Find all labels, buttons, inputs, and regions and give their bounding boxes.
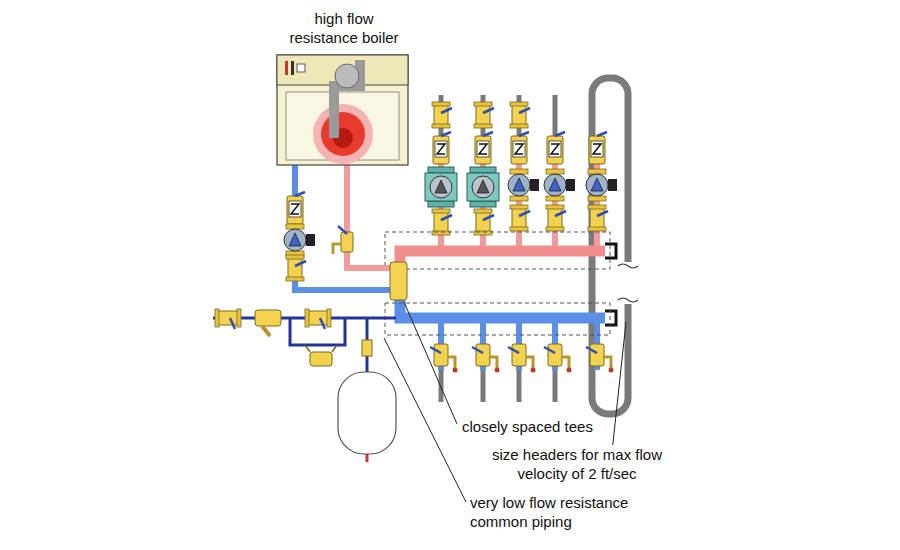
headers bbox=[385, 232, 616, 335]
return-drops-part bbox=[508, 344, 536, 373]
purge-valve-part bbox=[333, 244, 341, 254]
makeup-water-part bbox=[310, 352, 332, 366]
return-drops-part-part bbox=[481, 370, 486, 402]
supply-risers bbox=[425, 95, 617, 250]
supply-risers-part bbox=[586, 169, 617, 201]
makeup-water-part bbox=[255, 310, 281, 326]
boiler-part bbox=[291, 61, 294, 75]
supply-risers-part bbox=[510, 205, 530, 231]
headers-part bbox=[385, 232, 610, 269]
callout-label: very low flow resistance common piping bbox=[468, 493, 662, 531]
boiler-part bbox=[286, 92, 399, 160]
headers-part bbox=[400, 251, 605, 266]
supply-risers-part bbox=[475, 132, 493, 164]
boiler-piping-part bbox=[286, 255, 306, 281]
boiler-part bbox=[297, 64, 305, 72]
boiler bbox=[277, 55, 408, 165]
leader-lines-part bbox=[384, 338, 466, 502]
boiler-piping-part bbox=[284, 224, 315, 256]
boiler-piping-part bbox=[287, 192, 305, 224]
makeup-water-part bbox=[305, 309, 331, 329]
callout-label: closely spaced tees bbox=[460, 417, 595, 436]
headers-part bbox=[400, 296, 605, 318]
supply-risers-part bbox=[589, 132, 607, 164]
supply-risers-part bbox=[511, 132, 529, 164]
boiler-part bbox=[277, 55, 408, 165]
return-drops-part bbox=[441, 370, 555, 402]
purge-valve-part bbox=[338, 226, 347, 234]
return-drops-part bbox=[586, 344, 614, 373]
return-drops bbox=[430, 318, 614, 402]
makeup-water-part bbox=[305, 345, 337, 352]
supply-risers-part bbox=[588, 205, 608, 231]
callout-label: size headers for max flow velocity of 2 … bbox=[486, 445, 668, 483]
makeup-water-part bbox=[215, 309, 241, 329]
supply-risers-part bbox=[474, 102, 494, 128]
boiler-label: high flow resistance boiler bbox=[277, 9, 411, 47]
supply-risers-part bbox=[547, 132, 565, 164]
boiler-piping bbox=[284, 165, 407, 300]
tee-block bbox=[390, 262, 407, 300]
supply-risers-part bbox=[432, 209, 452, 235]
supply-risers-part bbox=[544, 169, 575, 201]
supply-risers-part bbox=[510, 102, 530, 128]
boiler-piping-part bbox=[347, 165, 393, 268]
distribution-loop-part bbox=[618, 264, 638, 302]
supply-risers-part bbox=[425, 167, 457, 207]
boiler-piping-part bbox=[295, 165, 393, 290]
return-drops-part bbox=[472, 344, 500, 373]
return-drops-part bbox=[544, 344, 572, 373]
supply-risers-part bbox=[433, 132, 451, 164]
makeup-water-part bbox=[262, 326, 270, 336]
leader-lines-part bbox=[404, 302, 457, 424]
makeup-water-part bbox=[366, 454, 369, 462]
boiler-part bbox=[334, 60, 360, 138]
boiler-part bbox=[313, 104, 373, 164]
supply-risers-part bbox=[441, 95, 555, 140]
headers-part bbox=[385, 303, 610, 335]
makeup-water-part bbox=[362, 340, 372, 356]
return-drops-part bbox=[430, 344, 458, 373]
purge-valve-part bbox=[341, 232, 353, 252]
purge-valve bbox=[333, 226, 353, 254]
supply-risers-part-part bbox=[553, 95, 558, 140]
return-drops-part-part bbox=[553, 370, 558, 402]
boiler-part bbox=[335, 64, 359, 88]
supply-risers-part bbox=[432, 102, 452, 128]
boiler-part bbox=[285, 61, 288, 75]
supply-risers-part bbox=[474, 209, 494, 235]
leader-lines-part bbox=[612, 322, 626, 452]
supply-risers-part bbox=[546, 205, 566, 231]
supply-risers-part bbox=[508, 169, 539, 201]
return-drops-part-part bbox=[517, 370, 522, 402]
boiler-part bbox=[321, 112, 365, 156]
makeup-water bbox=[213, 309, 396, 462]
makeup-water-part bbox=[338, 372, 396, 454]
supply-risers-part bbox=[467, 167, 499, 207]
